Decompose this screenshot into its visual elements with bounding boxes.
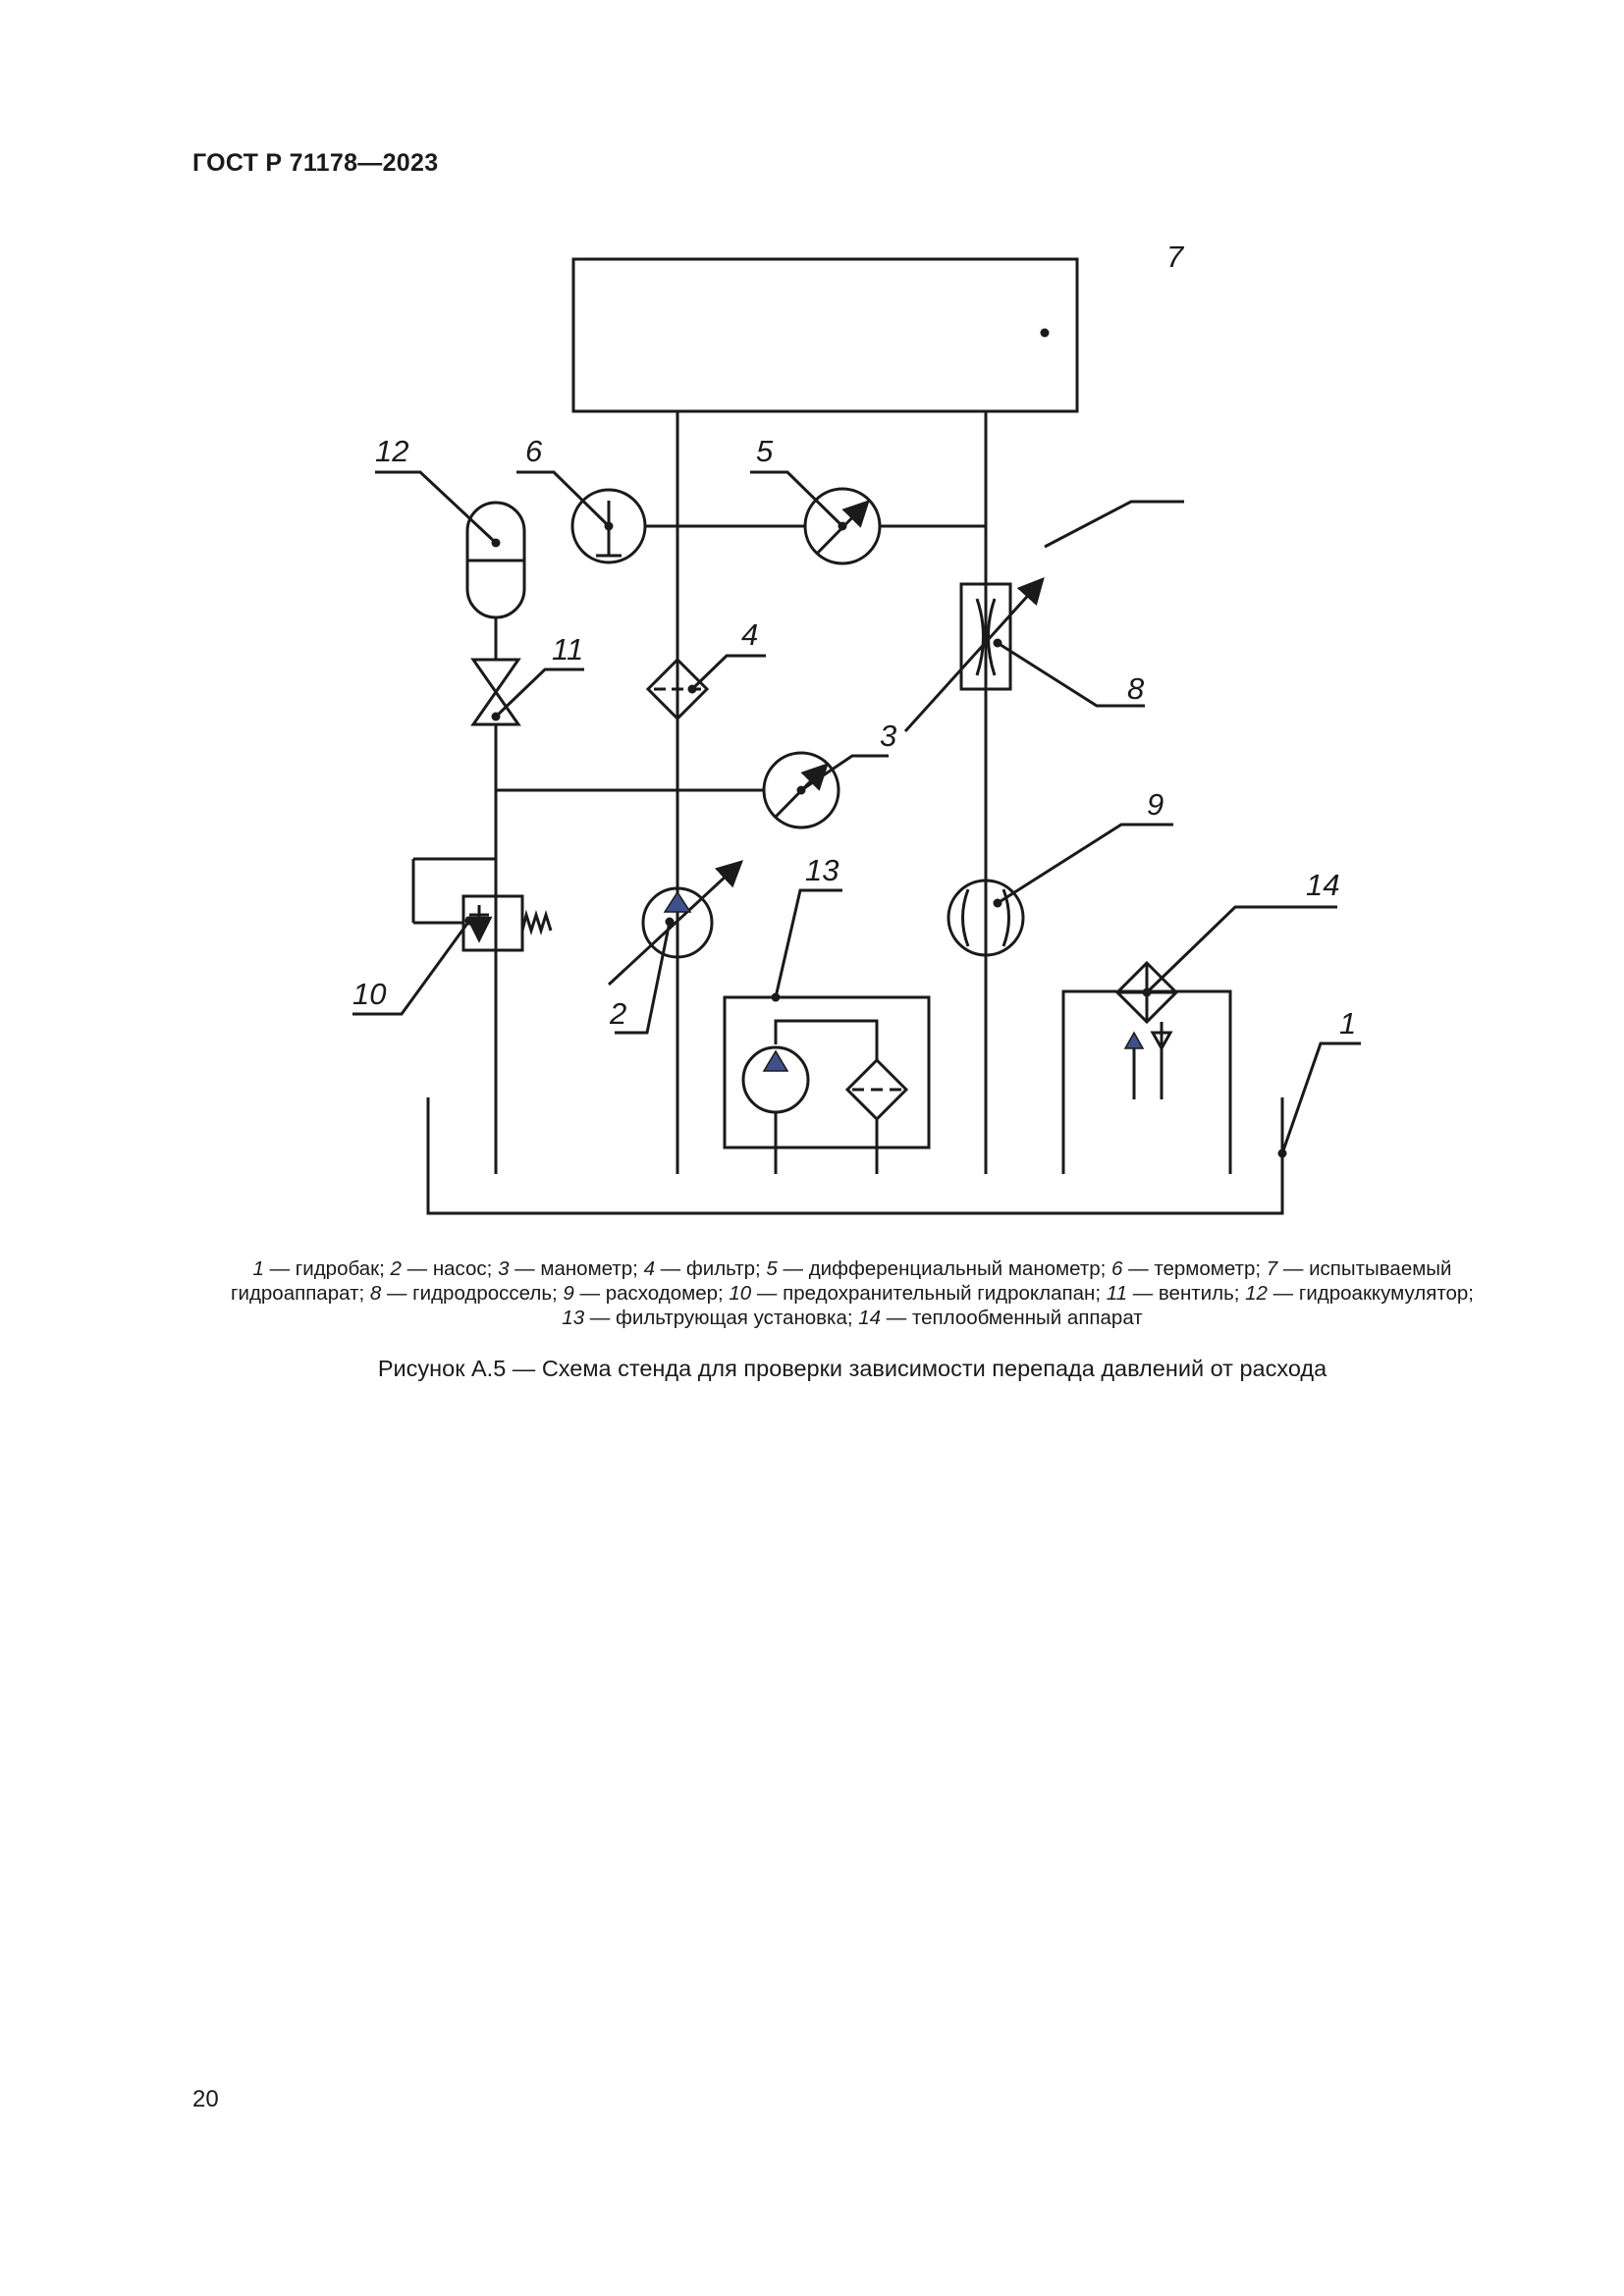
- label-13: 13: [805, 853, 839, 887]
- accumulator-symbol: [465, 501, 526, 619]
- filter-symbol: [645, 657, 710, 721]
- label-11: 11: [552, 632, 583, 667]
- legend-line-3: 13 — фильтрующая установка; 14 — теплооб…: [562, 1307, 1143, 1329]
- manometer-symbol: [762, 751, 840, 829]
- label-5: 5: [756, 434, 774, 468]
- figure-legend: 1 — гидробак; 2 — насос; 3 — манометр; 4…: [192, 1256, 1512, 1330]
- thermometer-symbol: [570, 488, 647, 564]
- label-2: 2: [609, 996, 626, 1031]
- label-10: 10: [352, 977, 386, 1011]
- tested-device-box: [571, 257, 1079, 413]
- label-8: 8: [1127, 671, 1145, 706]
- label-12: 12: [375, 434, 408, 468]
- relief-valve-symbol: [461, 894, 524, 952]
- variable-pump-symbol: [641, 886, 714, 959]
- throttle-symbol: [959, 582, 1012, 691]
- differential-manometer-symbol: [803, 487, 882, 565]
- label-6: 6: [525, 434, 543, 468]
- label-3: 3: [880, 719, 896, 753]
- label-4: 4: [741, 617, 758, 652]
- hydraulic-tank: [426, 1097, 1284, 1215]
- label-9: 9: [1147, 787, 1164, 822]
- legend-line-1: 1 — гидробак; 2 — насос; 3 — манометр; 4…: [252, 1257, 1452, 1280]
- figure-caption: Рисунок А.5 — Схема стенда для проверки …: [377, 1356, 1327, 1381]
- flowmeter-symbol: [947, 879, 1025, 957]
- label-7: 7: [1166, 240, 1185, 274]
- label-14: 14: [1306, 868, 1339, 902]
- filtering-unit-box: [723, 995, 931, 1149]
- label-1: 1: [1339, 1006, 1356, 1041]
- legend-line-2: гидроаппарат; 8 — гидродроссель; 9 — рас…: [231, 1282, 1474, 1305]
- page-number: 20: [192, 2086, 219, 2112]
- document-header: ГОСТ Р 71178—2023: [192, 149, 439, 177]
